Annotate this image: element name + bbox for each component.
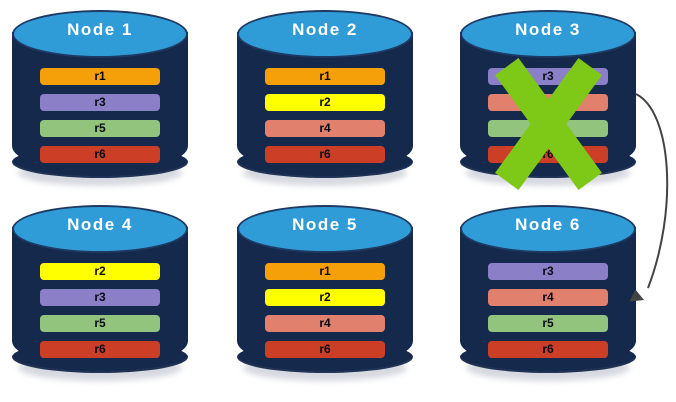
node-items: r2 r3 r5 r6 (40, 263, 160, 367)
data-item[interactable]: r3 (488, 68, 608, 85)
data-item[interactable]: r6 (265, 341, 385, 358)
data-item[interactable]: r3 (488, 263, 608, 280)
data-item[interactable]: r4 (265, 120, 385, 137)
node-5[interactable]: Node 5 r1 r2 r4 r6 (237, 205, 413, 387)
node-title: Node 4 (67, 215, 133, 234)
data-item[interactable]: r5 (40, 315, 160, 332)
data-item[interactable]: r5 (488, 120, 608, 137)
data-item[interactable]: r1 (265, 263, 385, 280)
data-item[interactable]: r4 (488, 289, 608, 306)
node-items: r3 r4 r5 r6 (488, 263, 608, 367)
data-item[interactable]: r2 (265, 289, 385, 306)
node-2[interactable]: Node 2 r1 r2 r4 r6 (237, 10, 413, 192)
data-item[interactable]: r1 (40, 68, 160, 85)
node-title: Node 3 (515, 20, 581, 39)
node-title: Node 1 (67, 20, 133, 39)
node-top-ellipse (460, 205, 636, 253)
node-top-ellipse (12, 205, 188, 253)
data-item[interactable]: r5 (40, 120, 160, 137)
node-items: r1 r2 r4 r6 (265, 263, 385, 367)
data-item[interactable]: r4 (488, 94, 608, 111)
node-title: Node 2 (292, 20, 358, 39)
data-item[interactable]: r6 (488, 146, 608, 163)
data-item[interactable]: r2 (265, 94, 385, 111)
data-item[interactable]: r3 (40, 94, 160, 111)
data-item[interactable]: r2 (40, 263, 160, 280)
data-item[interactable]: r3 (40, 289, 160, 306)
node-top-ellipse (460, 10, 636, 58)
node-top-ellipse (12, 10, 188, 58)
data-item[interactable]: r6 (488, 341, 608, 358)
node-top-ellipse (237, 205, 413, 253)
node-items: r3 r4 r5 r6 (488, 68, 608, 172)
node-6[interactable]: Node 6 r3 r4 r5 r6 (460, 205, 636, 387)
data-item[interactable]: r4 (265, 315, 385, 332)
node-top-ellipse (237, 10, 413, 58)
node-3[interactable]: Node 3 r3 r4 r5 r6 (460, 10, 636, 192)
node-items: r1 r3 r5 r6 (40, 68, 160, 172)
data-item[interactable]: r1 (265, 68, 385, 85)
data-item[interactable]: r6 (40, 341, 160, 358)
data-item[interactable]: r6 (40, 146, 160, 163)
node-title: Node 6 (515, 215, 581, 234)
node-items: r1 r2 r4 r6 (265, 68, 385, 172)
data-item[interactable]: r6 (265, 146, 385, 163)
node-title: Node 5 (292, 215, 358, 234)
node-1[interactable]: Node 1 r1 r3 r5 r6 (12, 10, 188, 192)
data-item[interactable]: r5 (488, 315, 608, 332)
node-4[interactable]: Node 4 r2 r3 r5 r6 (12, 205, 188, 387)
